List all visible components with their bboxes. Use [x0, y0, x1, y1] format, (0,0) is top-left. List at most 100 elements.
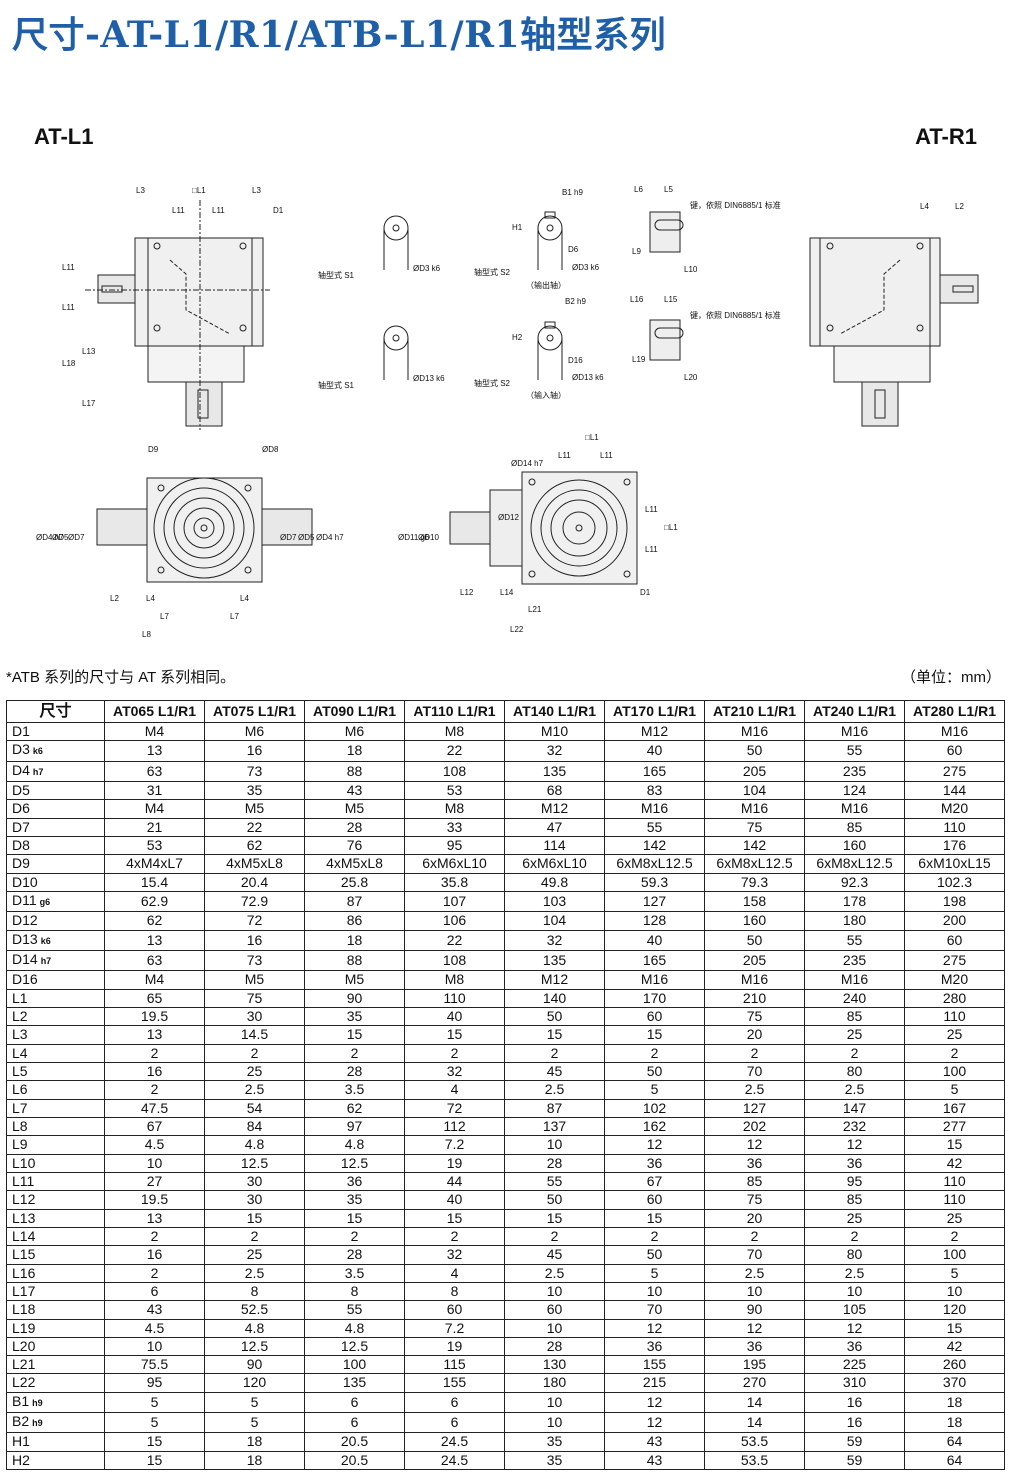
table-cell: 49.8 [504, 872, 605, 892]
table-cell: 19.5 [104, 1190, 205, 1210]
table-cell: 167 [904, 1098, 1005, 1118]
svg-text:L11: L11 [558, 451, 571, 460]
row-label-name: L8 [12, 1117, 28, 1134]
row-label: L6 [6, 1080, 105, 1100]
table-cell: 40 [404, 1006, 505, 1027]
table-cell: 114 [504, 835, 605, 856]
row-label-name: L15 [12, 1246, 36, 1263]
table-cell: 140 [504, 988, 605, 1008]
gearbox-r1-side-view [809, 237, 979, 427]
table-cell: 277 [904, 1116, 1005, 1137]
table-cell: 135 [504, 760, 605, 782]
table-cell: 59.3 [604, 872, 705, 892]
table-cell: 8 [204, 1281, 305, 1302]
table-cell: 2 [404, 1043, 505, 1063]
table-cell: 16 [804, 1391, 905, 1414]
table-cell: 55 [604, 817, 705, 837]
table-cell: 90 [304, 988, 405, 1008]
svg-text:ØD5: ØD5 [52, 533, 69, 542]
table-cell: 15 [204, 1208, 305, 1228]
table-cell: M8 [404, 721, 505, 742]
svg-text:L9: L9 [632, 247, 641, 256]
table-cell: 15 [104, 1450, 205, 1471]
table-cell: 28 [304, 1061, 405, 1082]
table-cell: 235 [804, 760, 905, 782]
svg-text:L11: L11 [62, 263, 75, 272]
table-cell: 62 [304, 1098, 405, 1118]
table-header-cell: AT090 L1/R1 [304, 700, 405, 723]
table-cell: 205 [704, 760, 805, 782]
table-cell: 59 [804, 1432, 905, 1452]
svg-text:L8: L8 [142, 630, 151, 639]
table-cell: 85 [804, 817, 905, 837]
table-cell: 73 [204, 949, 305, 972]
table-cell: 36 [304, 1171, 405, 1192]
table-cell: 4xM5xL8 [204, 854, 305, 874]
table-cell: 155 [404, 1373, 505, 1393]
row-label: D9 [6, 854, 105, 874]
table-cell: 180 [804, 911, 905, 931]
table-cell: 5 [604, 1080, 705, 1100]
shaft-s2-output-detail [537, 211, 563, 270]
table-cell: 2 [104, 1263, 205, 1283]
row-label: L20 [6, 1336, 105, 1357]
table-cell: 104 [504, 911, 605, 931]
row-label: L9 [6, 1135, 105, 1155]
table-cell: 2.5 [704, 1080, 805, 1100]
table-cell: 25 [904, 1025, 1005, 1045]
table-cell: 5 [904, 1080, 1005, 1100]
svg-text:键，依照 DIN6885/1 标准: 键，依照 DIN6885/1 标准 [690, 200, 781, 210]
svg-text:L11: L11 [600, 451, 613, 460]
table-cell: 14 [704, 1412, 805, 1434]
page-title: 尺寸-AT-L1/R1/ATB-L1/R1轴型系列 [12, 14, 667, 56]
svg-text:ØD7: ØD7 [68, 533, 85, 542]
table-cell: 85 [804, 1006, 905, 1027]
table-cell: 12 [804, 1318, 905, 1338]
svg-text:D1: D1 [640, 588, 651, 597]
table-cell: 28 [504, 1153, 605, 1173]
svg-text:L12: L12 [460, 588, 474, 597]
table-cell: M5 [304, 970, 405, 990]
table-cell: 30 [204, 1190, 305, 1210]
table-cell: 18 [904, 1412, 1005, 1434]
table-cell: 30 [204, 1006, 305, 1027]
table-cell: M4 [104, 970, 205, 990]
svg-text:L4: L4 [146, 594, 155, 603]
row-label: L11 [6, 1171, 105, 1192]
svg-text:H2: H2 [512, 333, 523, 342]
svg-text:ØD13 k6: ØD13 k6 [572, 373, 604, 382]
table-cell: 2 [804, 1043, 905, 1063]
row-label: L7 [6, 1098, 105, 1118]
row-label-name: B1 [12, 1392, 30, 1409]
table-cell: 127 [704, 1098, 805, 1118]
svg-text:L2: L2 [110, 594, 119, 603]
table-cell: 87 [304, 890, 405, 913]
table-cell: 142 [704, 835, 805, 856]
shaft-s1-input-detail [383, 325, 409, 380]
table-cell: 60 [404, 1300, 505, 1320]
table-cell: 35 [204, 780, 305, 801]
table-cell: 59 [804, 1450, 905, 1471]
table-cell: 15 [104, 1432, 205, 1452]
row-label-tolerance: h9 [32, 1418, 43, 1429]
table-cell: 85 [704, 1171, 805, 1192]
svg-text:ØD13 k6: ØD13 k6 [413, 374, 445, 383]
table-cell: 20.5 [304, 1450, 405, 1471]
table-cell: 2 [904, 1226, 1005, 1247]
table-cell: 28 [304, 1245, 405, 1265]
row-label-name: H1 [12, 1433, 30, 1450]
table-cell: 35 [504, 1432, 605, 1452]
row-label: D5 [6, 780, 105, 801]
table-cell: 135 [504, 949, 605, 972]
table-cell: 158 [704, 890, 805, 913]
table-cell: 35 [304, 1190, 405, 1210]
